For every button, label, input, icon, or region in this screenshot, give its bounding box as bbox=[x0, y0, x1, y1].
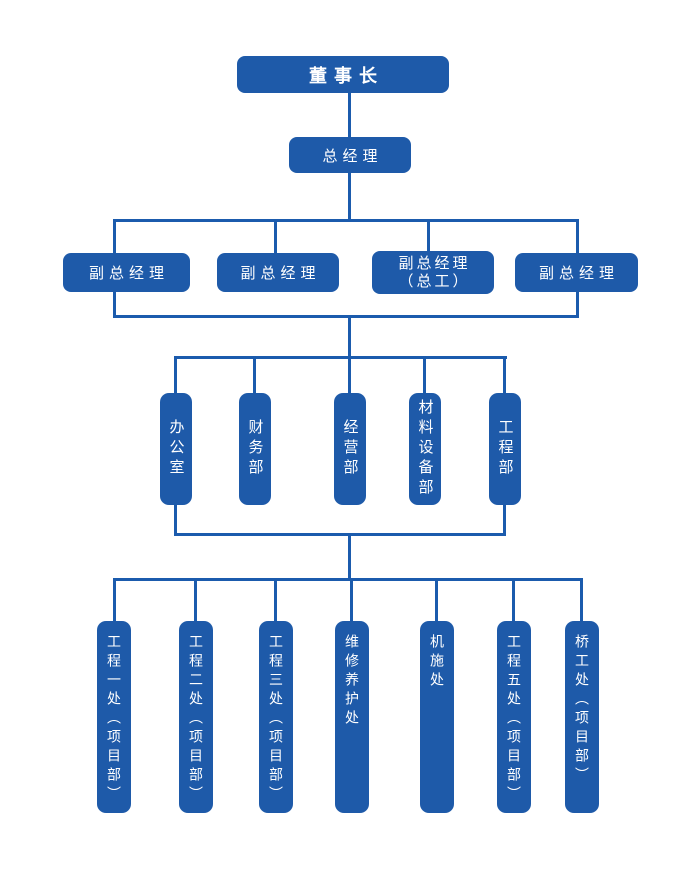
deputy-gm-chief-engineer-box: 副总经理 （总工） bbox=[372, 251, 494, 294]
department-label: 工程部 bbox=[496, 419, 514, 479]
department-label: 办公室 bbox=[167, 419, 185, 479]
connector-line bbox=[113, 219, 579, 222]
connector-line bbox=[512, 578, 515, 621]
connector-line bbox=[350, 578, 353, 621]
connector-line bbox=[113, 219, 116, 255]
connector-line bbox=[348, 356, 351, 394]
connector-line bbox=[113, 315, 579, 318]
connector-line bbox=[113, 578, 116, 621]
department-label: 财务部 bbox=[246, 419, 264, 479]
connector-line bbox=[580, 578, 583, 621]
connector-line bbox=[274, 219, 277, 255]
connector-line bbox=[503, 356, 506, 394]
deputy-gm-label: 副总经理 bbox=[538, 265, 619, 282]
office-box-machinery-construction: 机施处 bbox=[420, 621, 454, 813]
deputy-gm-sublabel: （总工） bbox=[398, 272, 471, 290]
department-box-operations: 经营部 bbox=[334, 393, 366, 505]
connector-line bbox=[576, 219, 579, 255]
office-box-engineering-3: 工程三处（项目部） bbox=[259, 621, 293, 813]
connector-line bbox=[435, 578, 438, 621]
connector-line bbox=[348, 173, 351, 222]
department-box-finance: 财务部 bbox=[239, 393, 271, 505]
general-manager-label: 总经理 bbox=[322, 147, 383, 165]
deputy-gm-label: 副总经理 bbox=[398, 254, 471, 272]
deputy-gm-label: 副总经理 bbox=[240, 265, 321, 282]
connector-line bbox=[274, 578, 277, 621]
general-manager-box: 总经理 bbox=[289, 137, 411, 173]
connector-line bbox=[423, 356, 426, 394]
office-box-engineering-5: 工程五处（项目部） bbox=[497, 621, 531, 813]
chairman-label: 董事长 bbox=[309, 65, 384, 86]
office-label: 维修养护处 bbox=[344, 634, 360, 729]
connector-line bbox=[113, 292, 116, 318]
office-label: 工程五处（项目部） bbox=[506, 634, 522, 805]
office-label: 桥工处（项目部） bbox=[574, 634, 590, 786]
office-box-engineering-1: 工程一处（项目部） bbox=[97, 621, 131, 813]
office-box-engineering-2: 工程二处（项目部） bbox=[179, 621, 213, 813]
office-label: 工程一处（项目部） bbox=[106, 634, 122, 805]
connector-line bbox=[174, 533, 506, 536]
connector-line bbox=[113, 578, 583, 581]
office-label: 机施处 bbox=[429, 634, 445, 691]
connector-line bbox=[427, 219, 430, 255]
office-box-maintenance: 维修养护处 bbox=[335, 621, 369, 813]
connector-line bbox=[503, 505, 506, 536]
department-box-materials-equipment: 材料设备部 bbox=[409, 393, 441, 505]
connector-line bbox=[348, 533, 351, 581]
department-box-general-office: 办公室 bbox=[160, 393, 192, 505]
connector-line bbox=[253, 356, 256, 394]
deputy-gm-label: 副总经理 bbox=[88, 265, 169, 282]
department-box-engineering: 工程部 bbox=[489, 393, 521, 505]
connector-line bbox=[348, 93, 351, 138]
connector-line bbox=[174, 356, 507, 359]
office-box-bridge-works: 桥工处（项目部） bbox=[565, 621, 599, 813]
chairman-box: 董事长 bbox=[237, 56, 449, 93]
connector-line bbox=[348, 315, 351, 358]
deputy-gm-box-2: 副总经理 bbox=[217, 253, 339, 292]
connector-line bbox=[576, 292, 579, 318]
department-label: 经营部 bbox=[341, 419, 359, 479]
office-label: 工程二处（项目部） bbox=[188, 634, 204, 805]
office-label: 工程三处（项目部） bbox=[268, 634, 284, 805]
connector-line bbox=[174, 356, 177, 394]
deputy-gm-box-1: 副总经理 bbox=[63, 253, 190, 292]
department-label: 材料设备部 bbox=[416, 399, 434, 499]
connector-line bbox=[174, 505, 177, 536]
connector-line bbox=[194, 578, 197, 621]
deputy-gm-box-4: 副总经理 bbox=[515, 253, 638, 292]
